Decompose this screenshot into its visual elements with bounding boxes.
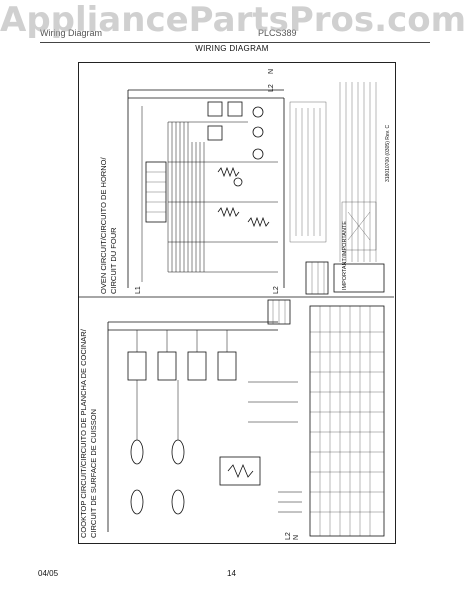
page-title: WIRING DIAGRAM xyxy=(195,44,269,53)
notes-column xyxy=(339,82,377,262)
important-note-box: IMPORTANT/IMPORTANTE xyxy=(333,221,385,293)
oven-relays xyxy=(207,101,264,187)
infinite-switches xyxy=(127,330,237,381)
page-number: 14 xyxy=(227,569,236,578)
l2-label-bottom: L2 xyxy=(285,532,292,540)
surface-elements xyxy=(130,380,185,515)
oven-circuit-title-fr: CIRCUIT DU FOUR xyxy=(109,227,118,294)
cooktop-circuit-title-es: COOKTOP CIRCUIT/CIRCUITO DE PLANCHA DE C… xyxy=(79,328,88,538)
oven-wire-harness xyxy=(167,121,278,273)
header-rule xyxy=(40,42,430,43)
cooktop-circuit-title-fr: CIRCUIT DE SURFACE DE CUISSON xyxy=(89,409,98,538)
cooktop-bus xyxy=(107,321,278,532)
wiring-table xyxy=(309,305,385,537)
terminal-block xyxy=(305,261,329,295)
hot-surface-block xyxy=(219,456,261,486)
watermark-text: AppliancePartsPros.com xyxy=(0,0,464,40)
n-label-bottom: N xyxy=(293,535,300,540)
wire-legend-icon xyxy=(341,201,377,251)
footer-date: 04/05 xyxy=(38,569,59,578)
l2-label-mid: L2 xyxy=(273,286,280,294)
oven-control-board xyxy=(145,161,167,223)
oven-circuit-title-es: OVEN CIRCUIT/CIRCUITO DE HORNO/ xyxy=(99,157,108,294)
model-number: PLCS389 xyxy=(258,28,297,38)
oven-notes-area xyxy=(289,101,327,243)
part-number: 318010700 (0305) Rev. C xyxy=(385,124,391,182)
diagram-sheet-border xyxy=(78,62,396,544)
wiring-diagram: OVEN CIRCUIT/CIRCUITO DE HORNO/ CIRCUIT … xyxy=(78,69,394,540)
cooktop-connector xyxy=(267,299,291,325)
section-label: Wiring Diagram xyxy=(40,28,103,38)
l1-label-mid: L1 xyxy=(135,286,142,294)
oven-bake-element-icon xyxy=(217,166,270,228)
l2-label-top: L2 xyxy=(268,84,275,92)
surface-switch-rows xyxy=(248,381,302,513)
n-label-top: N xyxy=(268,69,275,74)
important-label: IMPORTANT/IMPORTANTE xyxy=(342,221,348,290)
